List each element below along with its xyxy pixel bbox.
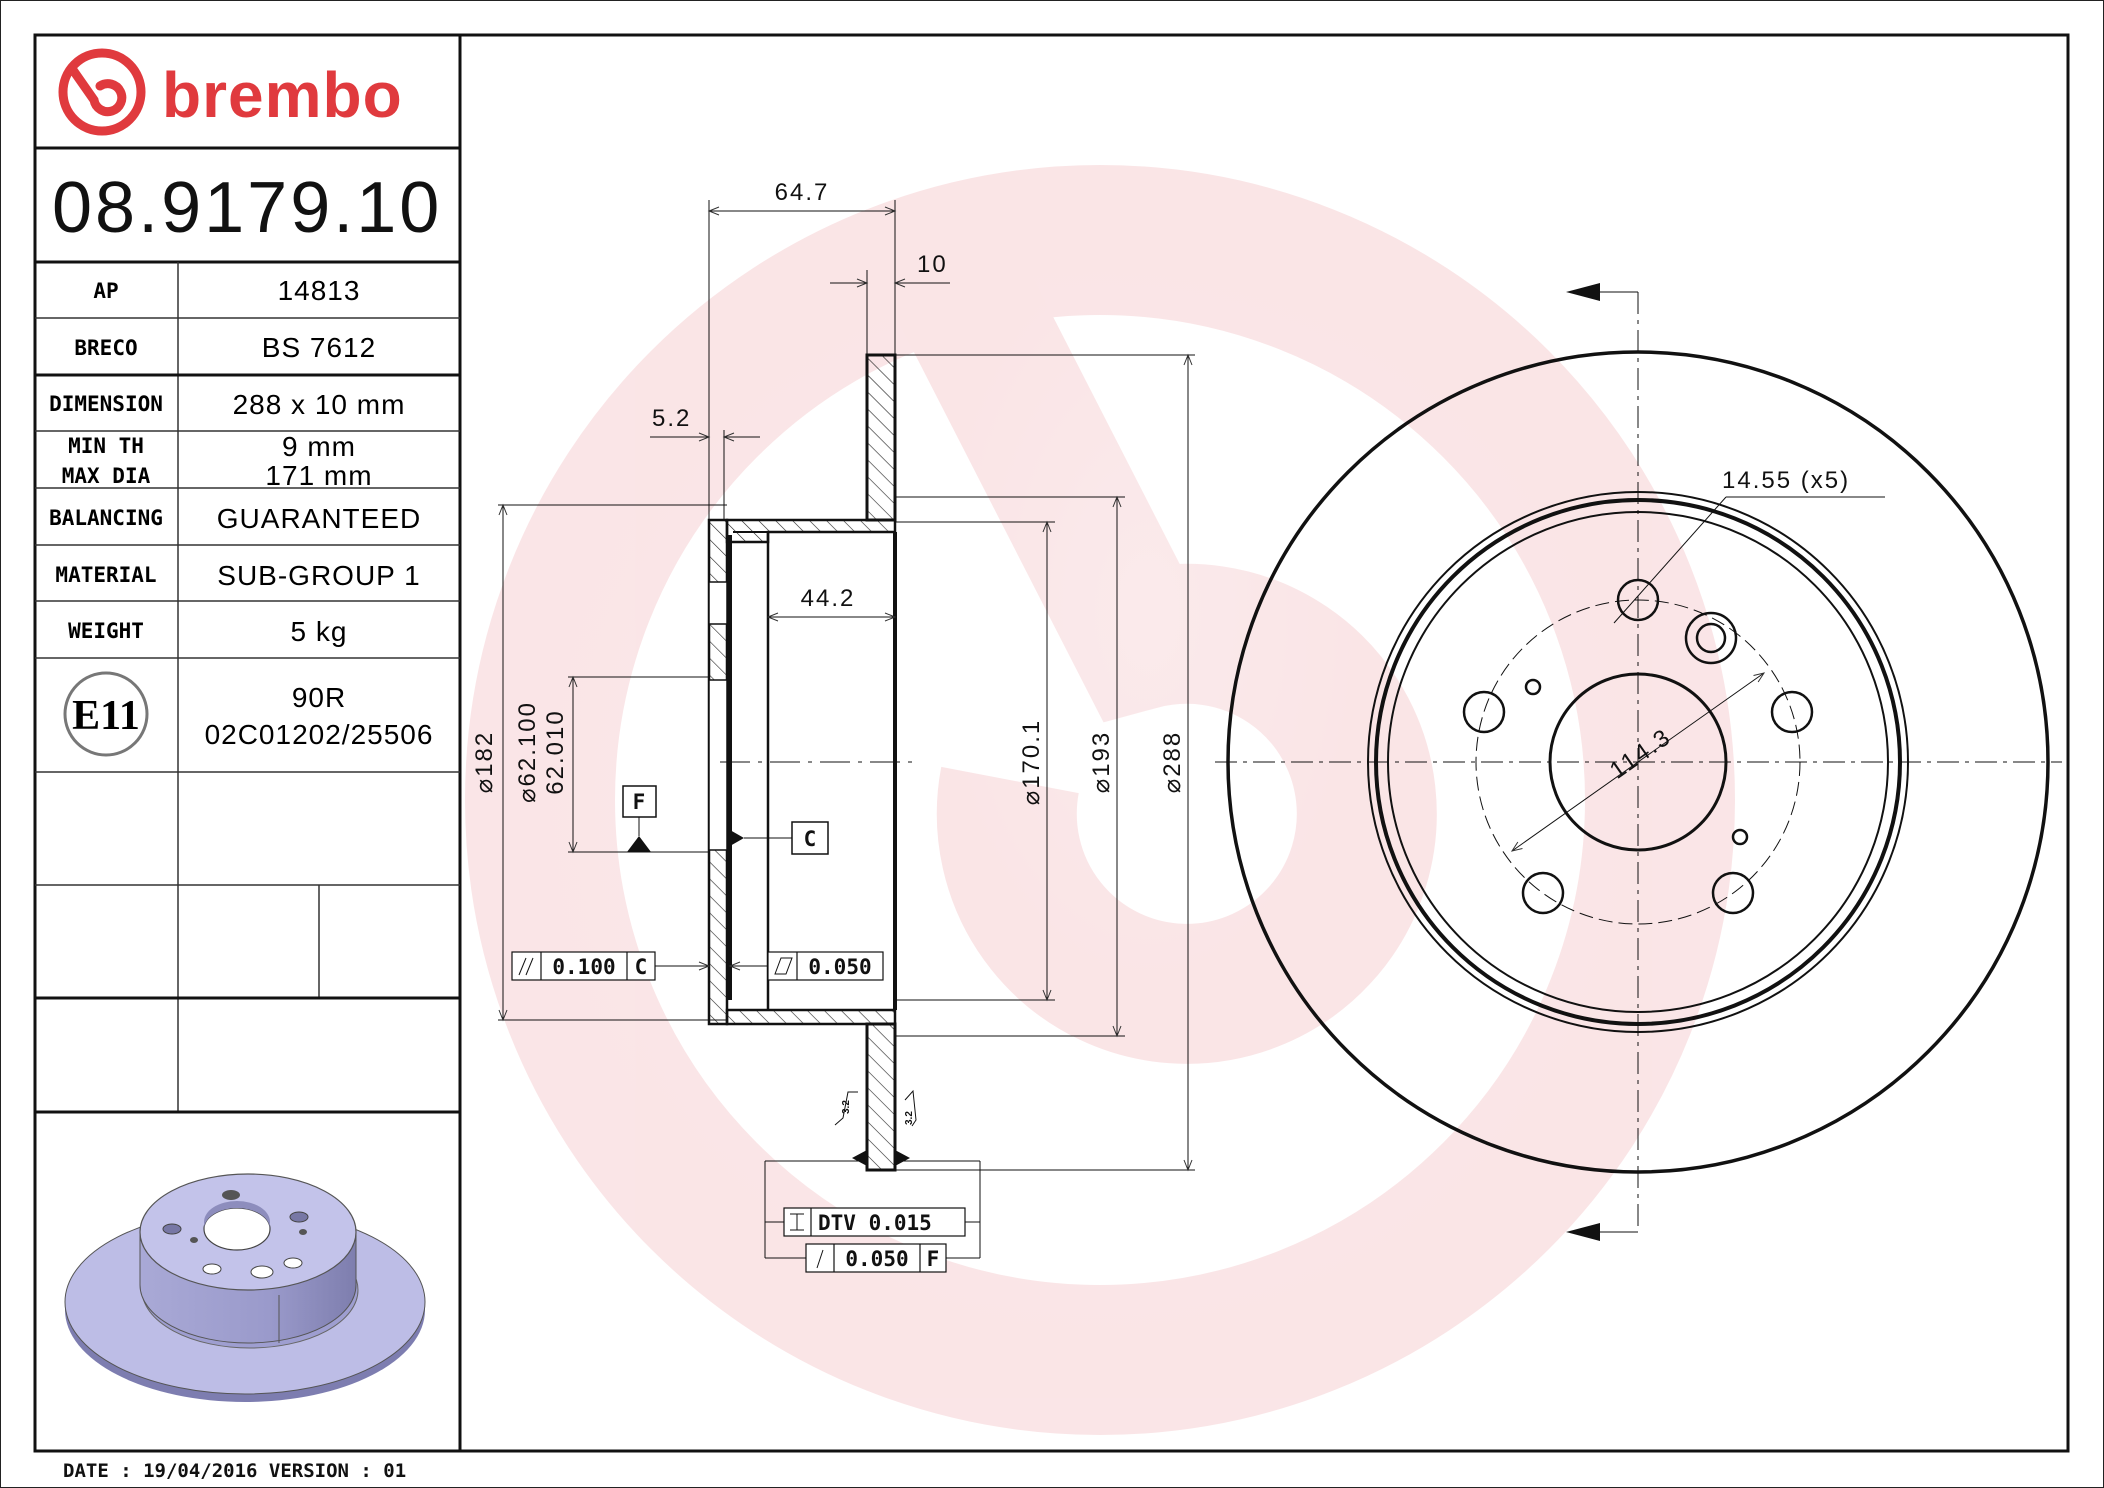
approval-line-1: 90R: [292, 682, 346, 713]
spec-table: AP 14813 BRECO BS 7612 DIMENSION 288 x 1…: [49, 275, 434, 757]
parallelism-datum: C: [635, 955, 648, 979]
spec-value-min-th: 9 mm: [282, 431, 356, 462]
spec-label-balancing: BALANCING: [49, 506, 163, 530]
friction-ring-upper: [865, 353, 897, 522]
section-view: [498, 200, 1195, 1273]
spec-value-material: SUB-GROUP 1: [217, 560, 420, 591]
runout-datum: F: [927, 1247, 940, 1271]
dim-dia-288: ⌀288: [1159, 731, 1186, 794]
parallelism-value: 0.100: [552, 955, 615, 979]
dim-bore-max: ⌀62.100: [514, 701, 541, 803]
spec-label-dimension: DIMENSION: [49, 392, 163, 416]
approval-line-2: 02C01202/25506: [205, 719, 434, 750]
disc-3d-render: [64, 1173, 426, 1402]
spec-value-ap: 14813: [278, 275, 361, 306]
spec-value-dimension: 288 x 10 mm: [233, 389, 406, 420]
date-version: DATE : 19/04/2016 VERSION : 01: [63, 1460, 406, 1482]
spec-label-weight: WEIGHT: [68, 619, 144, 643]
flatness-value: 0.050: [808, 955, 871, 979]
spec-label-material: MATERIAL: [55, 563, 156, 587]
datum-f-label: F: [633, 790, 646, 814]
dim-dia-170: ⌀170.1: [1018, 719, 1045, 806]
spec-table-grid: [35, 262, 460, 1114]
dim-bore-min: 62.010: [542, 709, 569, 794]
dim-thickness: 10: [917, 251, 948, 278]
disc-outer-edge: [1226, 350, 2050, 1174]
dim-hat-wall: 5.2: [652, 405, 691, 432]
roughness-right: 3.2: [904, 1111, 915, 1125]
spec-label-min-th: MIN TH: [68, 434, 144, 458]
section-view-labels: 64.7 10 5.2 44.2 ⌀288 ⌀193 ⌀170.1 ⌀182 ⌀…: [471, 179, 1186, 1271]
drawing-frame: [33, 33, 2070, 1453]
dim-dia-182: ⌀182: [471, 731, 498, 794]
dim-overall-width: 64.7: [775, 179, 830, 206]
spec-value-weight: 5 kg: [291, 616, 348, 647]
part-number: 08.9179.10: [52, 168, 442, 248]
roughness-left: 3.2: [841, 1100, 852, 1114]
runout-value: 0.050: [845, 1247, 908, 1271]
brembo-logo: [58, 48, 146, 136]
e11-text: E11: [72, 693, 140, 739]
datum-c-label: C: [804, 827, 817, 851]
brand-name: brembo: [162, 59, 403, 131]
spec-label-ap: AP: [93, 279, 118, 303]
bolt-hole-dim: 14.55 (x5): [1722, 467, 1850, 494]
dim-dia-193: ⌀193: [1088, 731, 1115, 794]
e11-approval-mark: E11: [63, 671, 149, 757]
friction-ring-lower: [865, 1022, 897, 1172]
spec-label-max-dia: MAX DIA: [62, 464, 151, 488]
spec-value-max-dia: 171 mm: [265, 460, 372, 491]
front-view: [1215, 283, 2062, 1241]
dtv-label: DTV 0.015: [818, 1211, 932, 1235]
spec-value-breco: BS 7612: [262, 332, 376, 363]
spec-value-balancing: GUARANTEED: [217, 503, 421, 534]
spec-label-breco: BRECO: [74, 336, 137, 360]
dim-inner-depth: 44.2: [801, 585, 856, 612]
